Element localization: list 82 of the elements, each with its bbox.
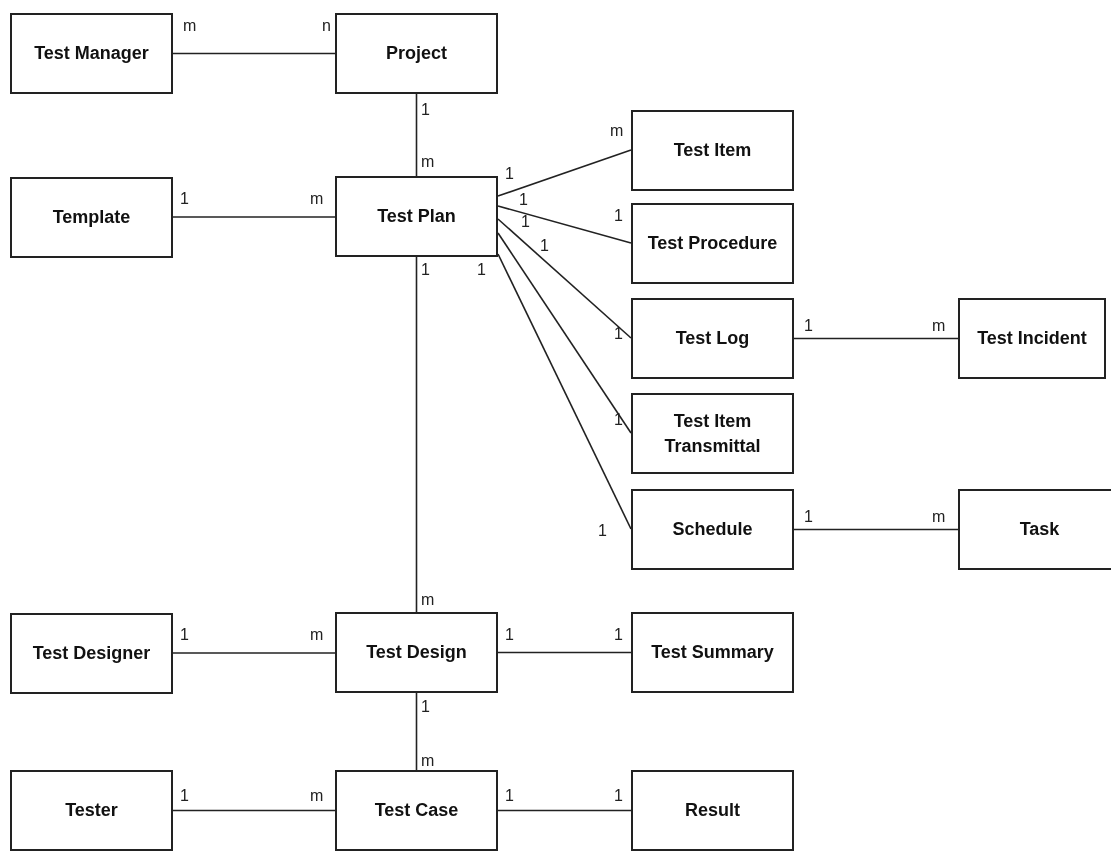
entity-name: Test Manager — [33, 42, 150, 66]
entity-name: Test Item Transmittal — [663, 410, 762, 458]
entity-name: Test Procedure — [646, 232, 779, 256]
entity-box — [10, 770, 173, 851]
entity-box — [335, 13, 498, 94]
cardinality-label: 1 — [477, 262, 486, 278]
entity-box — [10, 613, 173, 694]
connector-line — [793, 528, 959, 531]
connector-line — [172, 809, 336, 812]
cardinality-label: 1 — [614, 412, 623, 428]
entity-box — [335, 770, 498, 851]
entity-name: Test Design — [365, 641, 468, 665]
entity-name: Test Summary — [650, 641, 775, 665]
cardinality-label: 1 — [505, 788, 514, 804]
entity-box — [335, 612, 498, 693]
cardinality-label: 1 — [614, 788, 623, 804]
connector-line — [172, 652, 336, 654]
entity-name: Tester — [64, 799, 119, 823]
entity-box — [958, 298, 1106, 379]
connector-line — [497, 232, 632, 434]
cardinality-label: 1 — [598, 523, 607, 539]
connector-line — [497, 149, 632, 197]
cardinality-label: 1 — [505, 627, 514, 643]
cardinality-label: 1 — [804, 509, 813, 525]
cardinality-label: 1 — [519, 192, 528, 208]
connector-line — [497, 253, 632, 530]
entity-box — [335, 176, 498, 257]
cardinality-label: 1 — [614, 208, 623, 224]
connector-line — [497, 205, 632, 244]
entity-name: Test Designer — [31, 642, 152, 666]
entity-name: Test Item — [672, 139, 753, 163]
entity-name: Test Case — [373, 799, 460, 823]
cardinality-label: 1 — [180, 627, 189, 643]
entity-name: Schedule — [671, 518, 754, 542]
entity-name: Result — [684, 799, 741, 823]
connector-line — [415, 256, 418, 613]
cardinality-label: n — [322, 18, 331, 34]
cardinality-label: m — [932, 509, 946, 525]
cardinality-label: m — [310, 788, 324, 804]
cardinality-label: m — [183, 18, 197, 34]
entity-box — [631, 770, 794, 851]
entity-name: Task — [1018, 518, 1061, 542]
cardinality-label: m — [421, 592, 435, 608]
cardinality-label: m — [421, 154, 435, 170]
entity-box — [631, 393, 794, 474]
cardinality-label: 1 — [180, 788, 189, 804]
entity-box — [631, 489, 794, 570]
cardinality-label: m — [421, 753, 435, 769]
cardinality-label: 1 — [421, 699, 430, 715]
cardinality-label: 1 — [614, 627, 623, 643]
cardinality-label: m — [310, 191, 324, 207]
entity-box — [631, 203, 794, 284]
entity-box — [631, 612, 794, 693]
cardinality-label: m — [610, 123, 624, 139]
cardinality-label: 1 — [180, 191, 189, 207]
connector-line — [793, 337, 959, 340]
cardinality-label: m — [310, 627, 324, 643]
cardinality-label: 1 — [804, 318, 813, 334]
cardinality-label: 1 — [505, 166, 514, 182]
connector-line — [172, 52, 336, 55]
connector-line — [415, 93, 418, 177]
connector-line — [497, 218, 632, 339]
cardinality-label: 1 — [421, 102, 430, 118]
connector-line — [172, 216, 336, 218]
cardinality-label: 1 — [540, 238, 549, 254]
cardinality-label: 1 — [521, 214, 530, 230]
cardinality-label: 1 — [614, 326, 623, 342]
entity-box — [631, 298, 794, 379]
cardinality-label: 1 — [421, 262, 430, 278]
connector-line — [497, 651, 632, 654]
entity-box — [10, 13, 173, 94]
entity-name: Test Incident — [976, 327, 1088, 351]
entity-name: Test Plan — [376, 205, 457, 229]
entity-name: Project — [385, 42, 448, 66]
entity-box — [958, 489, 1111, 570]
entity-box — [631, 110, 794, 191]
entity-box — [10, 177, 173, 258]
cardinality-label: m — [932, 318, 946, 334]
connector-line — [497, 809, 632, 812]
entity-name: Test Log — [674, 327, 751, 351]
entity-name: Template — [51, 206, 132, 230]
connector-line — [415, 692, 418, 771]
